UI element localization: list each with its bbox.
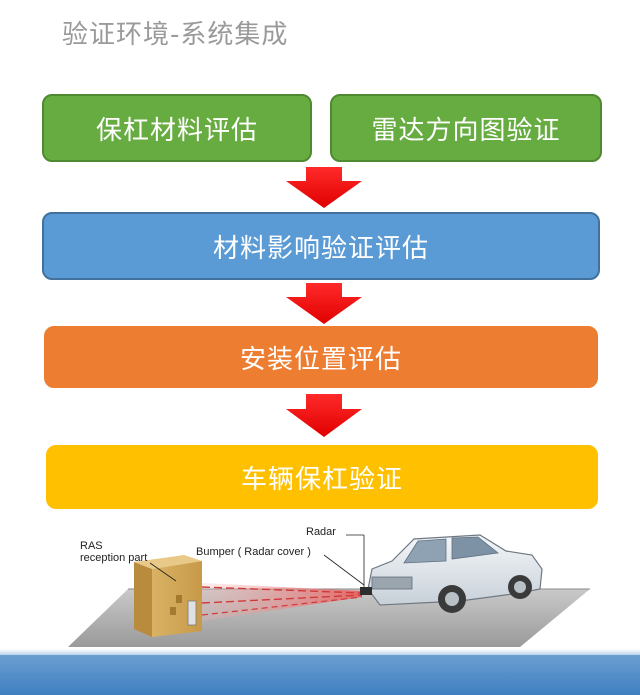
bumper-label: Bumper ( Radar cover ) — [196, 546, 311, 558]
ras-label-line1: RAS — [80, 540, 103, 552]
material-effect-label: 材料影响验证评估 — [212, 233, 429, 264]
radar-pattern-label: 雷达方向图验证 — [371, 115, 561, 146]
bumper-material-label: 保杠材料评估 — [95, 115, 258, 146]
ras-reception-box — [134, 555, 202, 637]
bumper-material-box: 保杠材料评估 — [42, 94, 312, 162]
radar-pattern-box: 雷达方向图验证 — [330, 94, 602, 162]
down-arrow-2 — [286, 283, 362, 324]
vehicle-bumper-box: 车辆保杠验证 — [46, 445, 598, 509]
radar-beam — [202, 583, 362, 621]
radar-label: Radar — [306, 526, 336, 538]
vehicle-bumper-label: 车辆保杠验证 — [240, 464, 403, 495]
down-arrow-1 — [286, 167, 362, 208]
down-arrow-3 — [286, 394, 362, 437]
radar-test-illustration: RAS reception part Bumper ( Radar cover … — [68, 526, 590, 647]
mount-position-box: 安装位置评估 — [44, 326, 598, 388]
bottom-band — [0, 649, 640, 695]
material-effect-box: 材料影响验证评估 — [42, 212, 600, 280]
ras-label-line2: reception part — [80, 552, 147, 564]
mount-position-label: 安装位置评估 — [239, 344, 402, 375]
page-title: 验证环境-系统集成 — [62, 20, 289, 50]
car-icon — [360, 534, 543, 613]
